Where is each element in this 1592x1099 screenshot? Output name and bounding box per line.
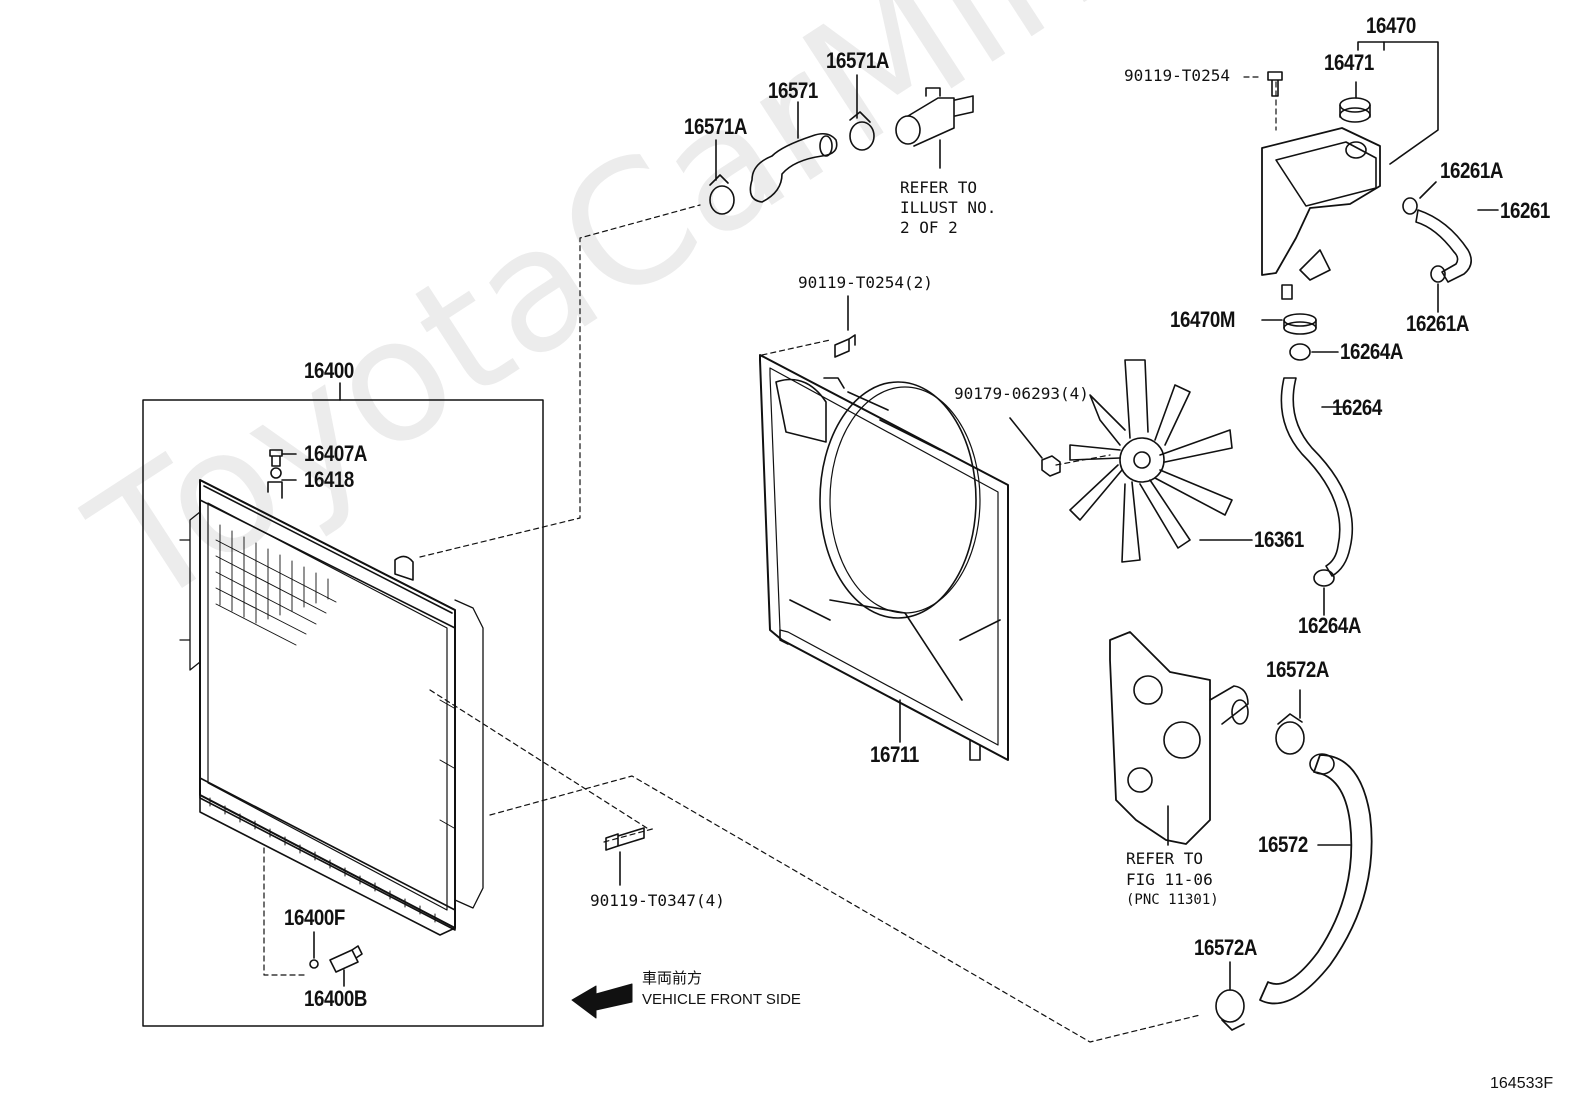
water-outlet-icon — [895, 87, 974, 169]
label-overflow-hose: 16261 — [1500, 198, 1550, 223]
front-arrow-icon — [571, 983, 633, 1019]
label-bolt-t0347: 90119-T0347(4) — [590, 891, 725, 910]
reserve-tank-icon — [1261, 127, 1381, 300]
fan-icon — [1069, 359, 1233, 563]
label-reserve-cap: 16471 — [1324, 50, 1374, 75]
label-reserve-tank-assy: 16470 — [1366, 13, 1416, 38]
note-refer-fig-1: REFER TO — [1126, 849, 1204, 868]
label-tank-hose: 16264 — [1332, 395, 1382, 420]
hose-clamp-right-icon — [849, 111, 875, 151]
label-radiator-assy: 16400 — [304, 358, 354, 383]
note-refer-fig-2: FIG 11-06 — [1126, 870, 1213, 889]
label-drain-cock: 16400B — [304, 986, 367, 1011]
radiator-icon — [179, 449, 484, 973]
label-clamp-16261A-bottom: 16261A — [1406, 311, 1469, 336]
bolt-t0347-icon — [605, 827, 645, 851]
tank-hose-icon — [1280, 377, 1354, 577]
label-tank-bolt: 90119-T0254 — [1124, 66, 1230, 85]
note-refer-illust-2: ILLUST NO. — [900, 198, 997, 217]
water-pump-cover-icon — [1109, 631, 1249, 845]
label-outlet-clamp-top: 16572A — [1266, 657, 1329, 682]
reserve-cap-icon — [1339, 97, 1371, 123]
leader-16470 — [1357, 41, 1439, 165]
clamp-16261A-top-icon — [1402, 197, 1418, 215]
clamp-16264A-bottom-icon — [1313, 569, 1335, 587]
label-outlet-hose: 16572 — [1258, 832, 1308, 857]
tank-grommet-icon — [1283, 313, 1317, 335]
note-refer-illust-3: 2 OF 2 — [900, 218, 958, 237]
front-side-english: VEHICLE FRONT SIDE — [642, 991, 801, 1008]
label-inlet-hose: 16571 — [768, 78, 818, 103]
hose-clamp-left-icon — [709, 174, 735, 215]
label-drain-gasket: 16400F — [284, 905, 345, 930]
label-fan-nut: 90179-06293(4) — [954, 384, 1089, 403]
label-gasket: 16418 — [304, 467, 354, 492]
label-outlet-clamp-bottom: 16572A — [1194, 935, 1257, 960]
label-clamp-16264A-bottom: 16264A — [1298, 613, 1361, 638]
front-side-japanese: 車両前方 — [642, 970, 703, 987]
label-fan: 16361 — [1254, 527, 1304, 552]
label-radiator-cap-plug: 16407A — [304, 441, 367, 466]
clamp-16261A-bottom-icon — [1430, 265, 1446, 283]
inlet-hose-icon — [749, 132, 838, 203]
outlet-clamp-bottom-icon — [1215, 989, 1245, 1031]
label-hose-clamp-right: 16571A — [826, 48, 889, 73]
radiator-group-box — [142, 399, 544, 1027]
clamp-16264A-top-icon — [1289, 343, 1311, 361]
outlet-clamp-top-icon — [1275, 713, 1305, 755]
note-refer-illust-1: REFER TO — [900, 178, 978, 197]
label-clamp-16264A-top: 16264A — [1340, 339, 1403, 364]
label-fan-shroud: 16711 — [870, 742, 919, 767]
overflow-hose-icon — [1415, 209, 1472, 283]
outlet-hose-icon — [1259, 753, 1373, 1005]
illustration-code: 164533F — [1490, 1075, 1554, 1092]
label-tank-grommet: 16470M — [1170, 307, 1236, 332]
shroud-bolt-icon — [834, 334, 856, 358]
dashed-connectors — [263, 76, 1277, 1043]
label-hose-clamp-left: 16571A — [684, 114, 747, 139]
fan-nut-icon — [1041, 455, 1061, 477]
note-refer-fig-3: (PNC 11301) — [1126, 892, 1219, 908]
fan-shroud-icon — [759, 354, 1009, 761]
label-shroud-bolt: 90119-T0254(2) — [798, 273, 933, 292]
tank-bolt-icon — [1267, 71, 1283, 97]
label-clamp-16261A-top: 16261A — [1440, 158, 1503, 183]
